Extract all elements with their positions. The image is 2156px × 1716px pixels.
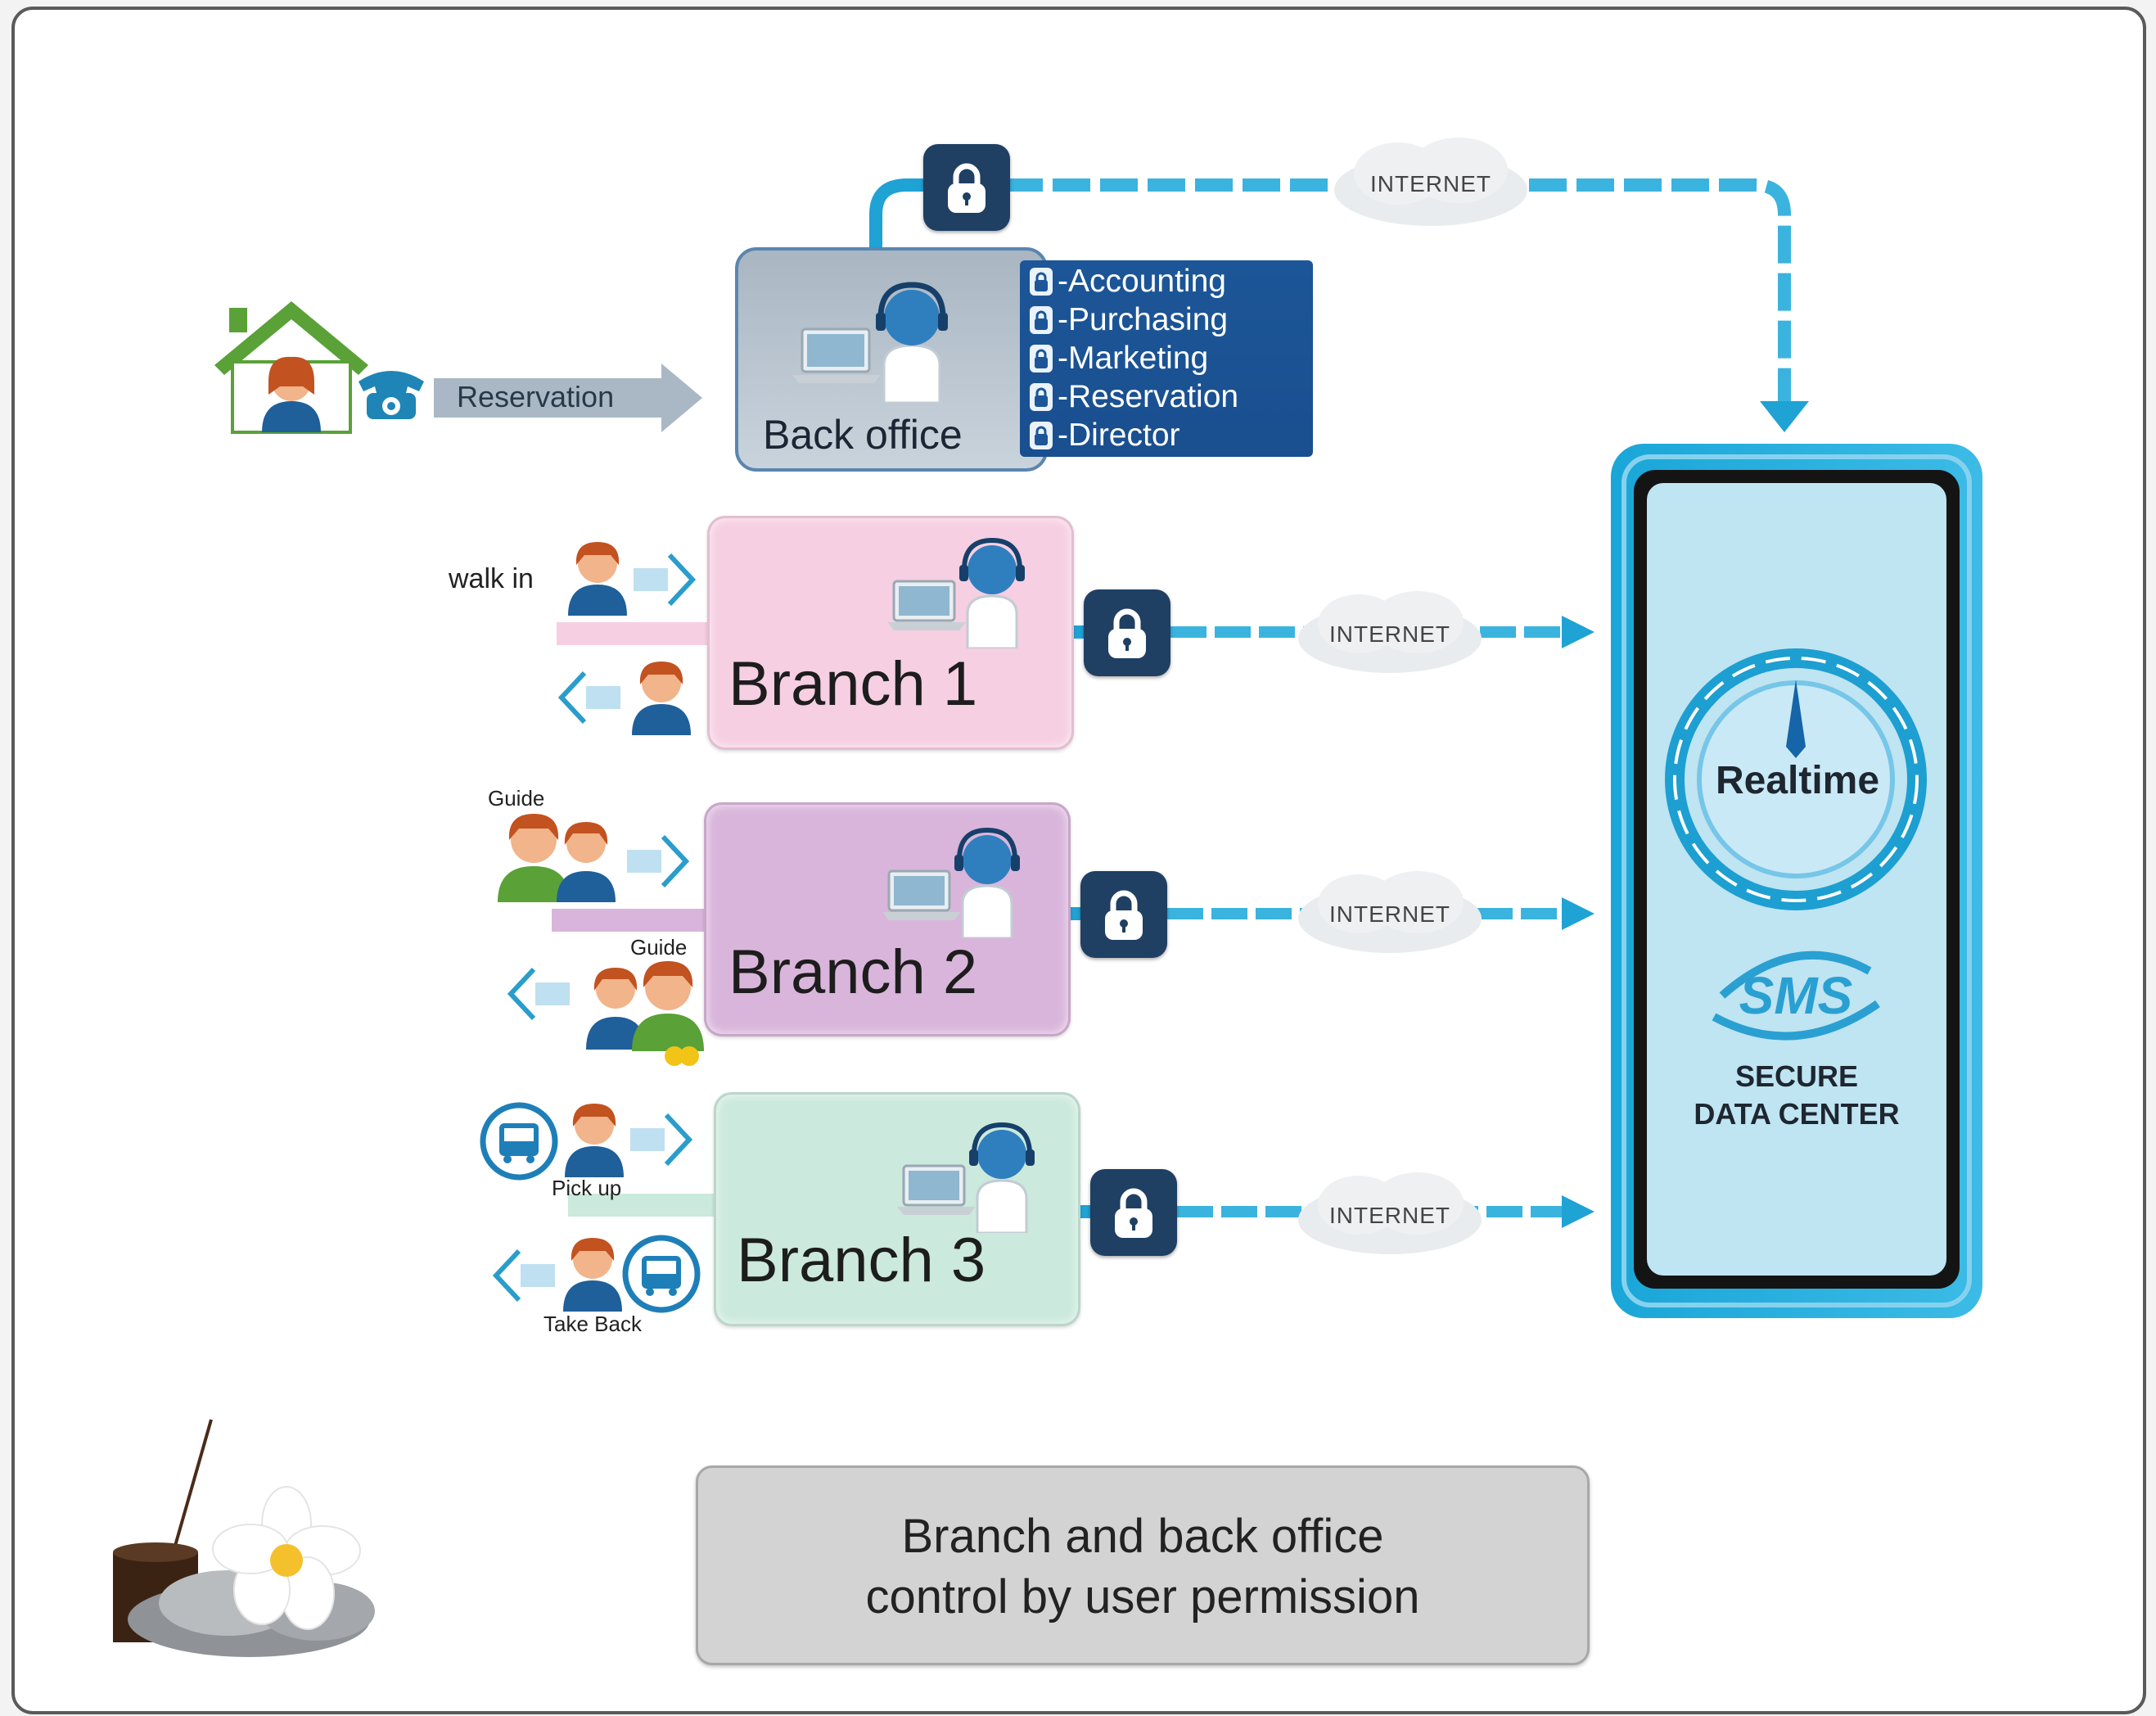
branch1-label: Branch 1 — [728, 649, 978, 719]
guide-label: Guide — [630, 935, 688, 960]
lock-icon — [1030, 344, 1053, 373]
branch1-lock-box — [1084, 589, 1170, 676]
branch2-label: Branch 2 — [728, 937, 978, 1007]
reservation-arrow — [434, 364, 702, 432]
arrow-right-icon — [630, 1113, 693, 1167]
customer-icon — [563, 1238, 622, 1312]
lock-icon — [1030, 421, 1053, 449]
department-item: -Director — [1020, 416, 1313, 454]
arrow-left-icon — [492, 1249, 555, 1303]
internet-cloud: INTERNET — [1328, 133, 1534, 236]
telephone-icon — [359, 371, 424, 419]
lock-icon — [1030, 305, 1053, 334]
branch3-lock-box — [1090, 1169, 1177, 1256]
arrow-left-icon — [507, 967, 570, 1021]
back-office-agent-icon — [792, 282, 948, 403]
internet-to-datacenter-line — [1529, 178, 1791, 401]
sms-logo-icon: SMS — [1712, 951, 1880, 1041]
cloud-icon — [1298, 591, 1482, 673]
spa-flower-stones-image — [113, 1419, 375, 1657]
padlock-icon — [948, 163, 986, 213]
arrow-left-icon — [557, 671, 620, 725]
bus-icon — [480, 1102, 558, 1181]
bus-icon — [622, 1235, 701, 1313]
guide-group-icon — [498, 814, 616, 902]
cloud-icon — [1298, 871, 1482, 953]
clock-hand-icon — [1786, 680, 1806, 758]
branch2-bar — [552, 909, 706, 932]
caption-box: Branch and back office control by user p… — [696, 1465, 1590, 1665]
realtime-label: Realtime — [1715, 759, 1880, 802]
caption-line-2: control by user permission — [865, 1570, 1420, 1623]
arrow-right-icon — [627, 834, 690, 888]
reservation-label: Reservation — [457, 380, 615, 413]
back-office-label: Back office — [763, 412, 963, 458]
branch1-agent-icon — [887, 537, 1025, 648]
take-back-label: Take Back — [544, 1312, 642, 1336]
diagram-canvas: Reservation Back office -Accounting -Pur… — [11, 7, 2146, 1714]
flow-lines — [434, 178, 1982, 1318]
cloud-icon — [1334, 138, 1527, 226]
department-item: -Purchasing — [1020, 300, 1313, 339]
lock-icon — [1030, 382, 1053, 411]
guide-group-icon — [586, 961, 704, 1066]
arrow-right-icon — [634, 553, 697, 607]
datacenter-inner-ring — [1622, 454, 1972, 1307]
secure-label: SECURE — [1734, 1059, 1859, 1093]
guide-label: Guide — [488, 786, 545, 811]
department-item: -Marketing — [1020, 339, 1313, 377]
padlock-icon — [1108, 608, 1146, 658]
branch2-lock-box — [1080, 871, 1167, 958]
department-item: -Reservation — [1020, 377, 1313, 416]
caption-line-1: Branch and back office — [901, 1510, 1384, 1563]
padlock-icon — [1105, 890, 1143, 940]
branch3-agent-icon — [897, 1122, 1035, 1233]
cloud-icon — [1298, 1172, 1482, 1254]
house-customer-icon — [214, 301, 368, 434]
padlock-icon — [1115, 1188, 1152, 1238]
customer-icon — [565, 1104, 624, 1177]
internet-cloud: INTERNET — [1293, 1167, 1486, 1264]
branch1-bar — [557, 622, 709, 645]
walk-in-label: walk in — [449, 563, 534, 594]
svg-text:SMS: SMS — [1739, 966, 1853, 1025]
data-center-label: DATA CENTER — [1694, 1097, 1900, 1131]
branch2-agent-icon — [882, 827, 1020, 938]
realtime-ring-dash — [1673, 657, 1919, 902]
back-office-lock-box — [923, 144, 1010, 231]
lock-icon — [1030, 267, 1053, 296]
internet-cloud: INTERNET — [1293, 866, 1486, 963]
department-list: -Accounting -Purchasing -Marketing -Rese… — [1020, 260, 1313, 457]
backoffice-uplink — [869, 178, 952, 255]
branch3-bar — [568, 1194, 715, 1217]
branch1-arrowhead — [1562, 616, 1594, 648]
internet-cloud: INTERNET — [1293, 586, 1486, 683]
pick-up-label: Pick up — [552, 1176, 622, 1200]
branch2-arrowhead — [1562, 897, 1594, 930]
datacenter-down-arrow — [1760, 401, 1809, 432]
department-item: -Accounting — [1020, 262, 1313, 300]
branch3-arrowhead — [1562, 1195, 1594, 1228]
branch3-label: Branch 3 — [737, 1226, 986, 1295]
datacenter-screen — [1647, 483, 1946, 1276]
customer-icon — [632, 662, 691, 735]
customer-icon — [568, 542, 627, 616]
